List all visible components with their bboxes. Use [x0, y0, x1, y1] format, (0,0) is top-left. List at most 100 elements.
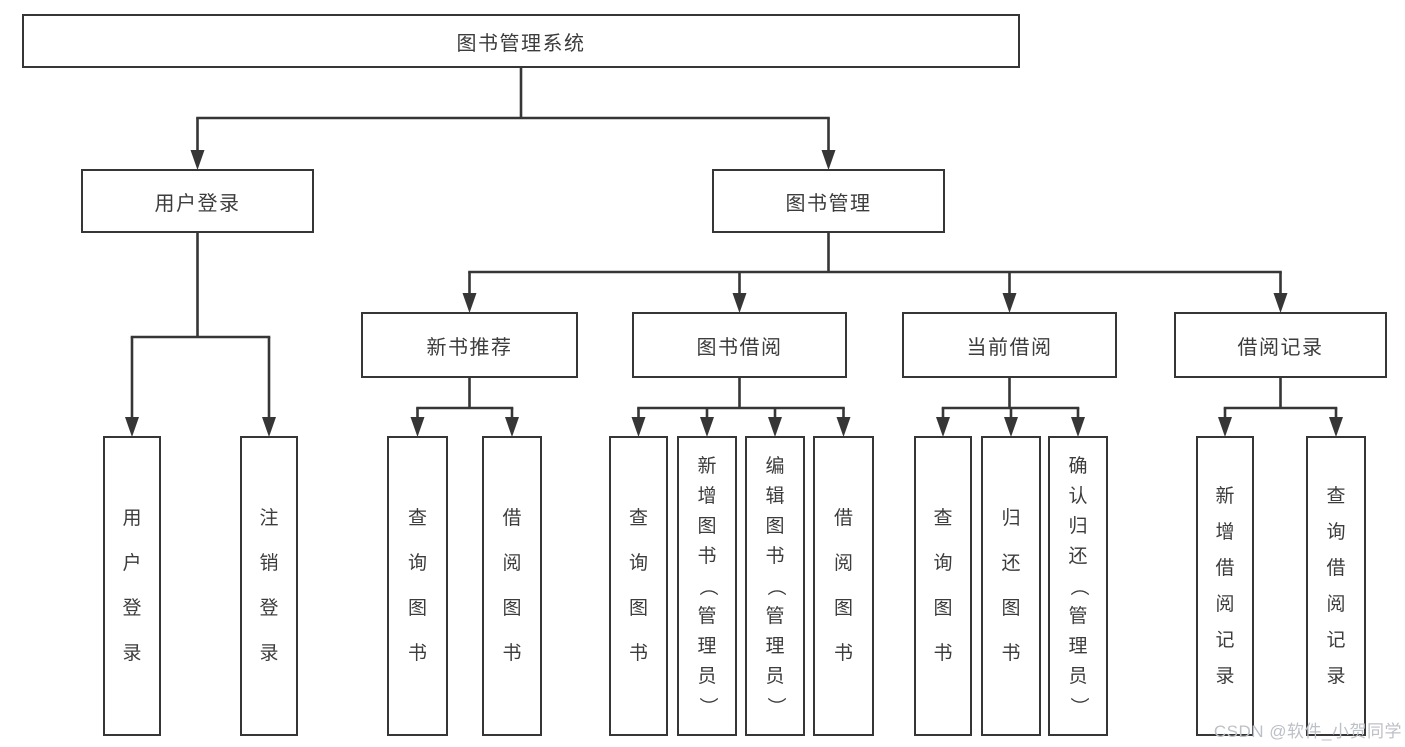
- arrowhead-br-add: [1218, 417, 1232, 437]
- node-cb-confirm: 确认归还（管理员）: [1048, 436, 1108, 736]
- node-new-rec: 新书推荐: [361, 312, 578, 378]
- glyph: （: [1067, 576, 1089, 596]
- node-label-vertical: 借阅图书: [484, 438, 540, 734]
- node-label-vertical: 注销登录: [242, 438, 296, 734]
- node-label-vertical: 查询图书: [916, 438, 970, 734]
- glyph: 辑: [765, 485, 785, 507]
- node-label-vertical: 新增借阅记录: [1198, 438, 1252, 734]
- glyph: ）: [764, 696, 786, 716]
- glyph: 记: [1326, 629, 1346, 651]
- arrowhead-cb-return: [1004, 417, 1018, 437]
- glyph: 阅: [834, 553, 854, 574]
- glyph: 用: [122, 508, 142, 529]
- glyph: 图: [408, 598, 428, 619]
- glyph: 书: [933, 643, 953, 664]
- glyph: （: [696, 576, 718, 596]
- arrowhead-logout: [262, 417, 276, 437]
- node-label: 图书管理系统: [456, 32, 586, 55]
- glyph: 录: [122, 643, 142, 664]
- arrowhead-book-borrow: [732, 293, 747, 313]
- glyph: 记: [1215, 629, 1235, 651]
- glyph: 还: [1001, 553, 1021, 574]
- node-rec-borrow: 借阅图书: [482, 436, 542, 736]
- glyph: 登: [122, 598, 142, 619]
- node-label-vertical: 归还图书: [983, 438, 1039, 734]
- node-label: 图书管理: [785, 192, 872, 215]
- node-rec-query: 查询图书: [387, 436, 448, 736]
- glyph: 登: [259, 598, 279, 619]
- node-br-query: 查询借阅记录: [1306, 436, 1366, 736]
- glyph: 书: [765, 545, 785, 567]
- glyph: 编: [765, 455, 785, 477]
- glyph: 查: [1326, 485, 1346, 507]
- node-label: 用户登录: [154, 192, 241, 215]
- node-bb-add: 新增图书（管理员）: [677, 436, 737, 736]
- glyph: 录: [1326, 665, 1346, 687]
- glyph: 管: [765, 605, 785, 627]
- glyph: 确: [1068, 455, 1088, 477]
- glyph: 增: [697, 485, 717, 507]
- node-user-login: 用户登录: [103, 436, 161, 736]
- arrowhead-cb-query: [936, 417, 950, 437]
- glyph: 图: [933, 598, 953, 619]
- glyph: 归: [1001, 508, 1021, 529]
- node-logout: 注销登录: [240, 436, 298, 736]
- node-label: 当前借阅: [966, 336, 1053, 359]
- glyph: 询: [1326, 521, 1346, 543]
- glyph: 询: [933, 553, 953, 574]
- arrowhead-new-rec: [462, 293, 477, 313]
- glyph: 理: [1068, 635, 1088, 657]
- node-label-vertical: 借阅图书: [815, 438, 872, 734]
- arrowhead-user-login: [125, 417, 139, 437]
- node-label: 新书推荐: [426, 336, 513, 359]
- glyph: 户: [122, 553, 142, 574]
- glyph: 阅: [1326, 593, 1346, 615]
- glyph: 借: [834, 508, 854, 529]
- glyph: 新: [1215, 485, 1235, 507]
- glyph: 询: [408, 553, 428, 574]
- node-label-vertical: 确认归还（管理员）: [1050, 438, 1106, 734]
- node-bb-query: 查询图书: [609, 436, 668, 736]
- glyph: 认: [1068, 485, 1088, 507]
- node-label: 借阅记录: [1237, 336, 1324, 359]
- glyph: 归: [1068, 515, 1088, 537]
- glyph: 图: [834, 598, 854, 619]
- arrowhead-br-query: [1329, 417, 1343, 437]
- node-book-borrow: 图书借阅: [632, 312, 847, 378]
- glyph: （: [764, 576, 786, 596]
- arrowhead-cur-borrow: [1002, 293, 1017, 313]
- glyph: 图: [1001, 598, 1021, 619]
- glyph: ）: [1067, 696, 1089, 716]
- node-borrow-records: 借阅记录: [1174, 312, 1387, 378]
- glyph: 员: [765, 665, 785, 687]
- glyph: 借: [1326, 557, 1346, 579]
- glyph: 书: [629, 643, 649, 664]
- node-label-vertical: 新增图书（管理员）: [679, 438, 735, 734]
- glyph: 理: [697, 635, 717, 657]
- glyph: 员: [697, 665, 717, 687]
- node-label-vertical: 查询借阅记录: [1308, 438, 1364, 734]
- arrowhead-bb-query: [631, 417, 646, 437]
- arrowhead-borrow-records: [1273, 293, 1288, 313]
- node-br-add: 新增借阅记录: [1196, 436, 1254, 736]
- glyph: 还: [1068, 545, 1088, 567]
- node-bb-edit: 编辑图书（管理员）: [745, 436, 805, 736]
- node-mgmt: 图书管理: [712, 169, 945, 233]
- glyph: 书: [1001, 643, 1021, 664]
- node-cb-query: 查询图书: [914, 436, 972, 736]
- glyph: 理: [765, 635, 785, 657]
- glyph: 询: [629, 553, 649, 574]
- glyph: 借: [1215, 557, 1235, 579]
- glyph: 查: [408, 508, 428, 529]
- node-label-vertical: 查询图书: [389, 438, 446, 734]
- node-label-vertical: 查询图书: [611, 438, 666, 734]
- glyph: 管: [1068, 605, 1088, 627]
- glyph: 图: [697, 515, 717, 537]
- arrowhead-cb-confirm: [1071, 417, 1085, 437]
- arrowhead-bb-add: [700, 417, 714, 437]
- glyph: 图: [502, 598, 522, 619]
- glyph: 销: [259, 553, 279, 574]
- glyph: 借: [502, 508, 522, 529]
- node-cb-return: 归还图书: [981, 436, 1041, 736]
